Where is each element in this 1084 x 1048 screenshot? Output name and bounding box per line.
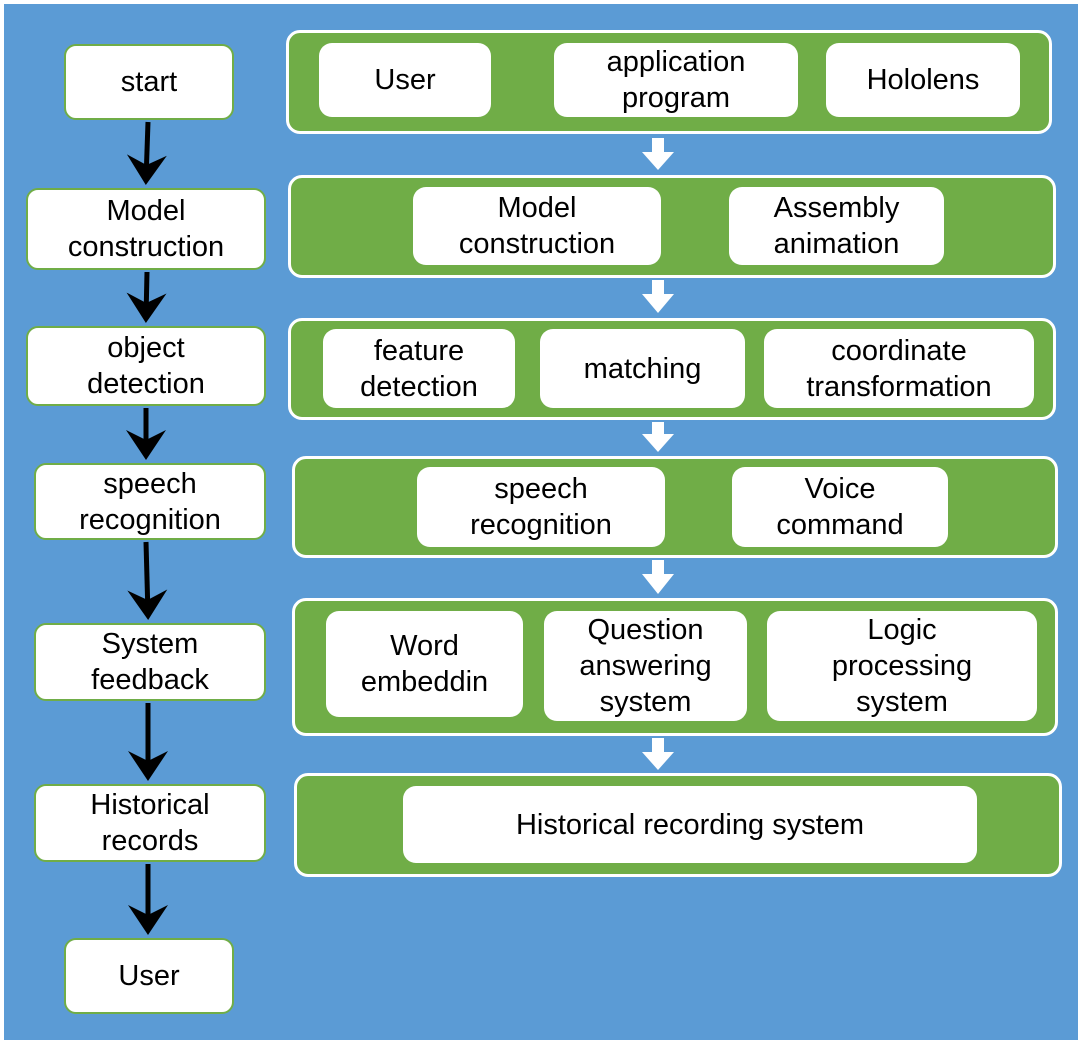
panel-item-model-construction: Model construction [414,188,660,264]
panel-item-historical-recording-system: Historical recording system [404,787,976,862]
panel-item-matching: matching [541,330,744,407]
arrow-start-to-model [126,121,167,185]
flow-step-object-detection: object detection [26,326,266,406]
panel-item-feature-detection: feature detection [324,330,514,407]
left-flow-arrows [126,121,168,935]
arrow-panel-3-to-4 [642,422,674,452]
arrow-panel-1-to-2 [642,138,674,170]
panel-item-speech-recognition: speech recognition [418,468,664,546]
right-flow-arrows [642,138,674,770]
panel-item-question-answering-system: Question answering system [545,612,746,720]
flow-step-speech-recognition: speech recognition [34,463,266,540]
arrow-panel-2-to-3 [642,280,674,313]
arrow-speech-to-feedback [127,541,168,620]
panel-item-logic-processing-system: Logic processing system [768,612,1036,720]
flow-step-model-construction: Model construction [26,188,266,270]
panel-item-assembly-animation: Assembly animation [730,188,943,264]
panel-item-coordinate-transformation: coordinate transformation [765,330,1033,407]
flow-step-start: start [64,44,234,120]
arrow-panel-4-to-5 [642,560,674,594]
panel-item-user: User [320,44,490,116]
panel-item-voice-command: Voice command [733,468,947,546]
panel-item-hololens: Hololens [827,44,1019,116]
flow-step-historical-records: Historical records [34,784,266,862]
panel-item-application-program: application program [555,44,797,116]
flow-step-user: User [64,938,234,1014]
panel-item-word-embedding: Word embeddin [327,612,522,716]
arrow-model-to-detection [126,271,167,323]
arrow-panel-5-to-6 [642,738,674,770]
flow-step-system-feedback: System feedback [34,623,266,701]
